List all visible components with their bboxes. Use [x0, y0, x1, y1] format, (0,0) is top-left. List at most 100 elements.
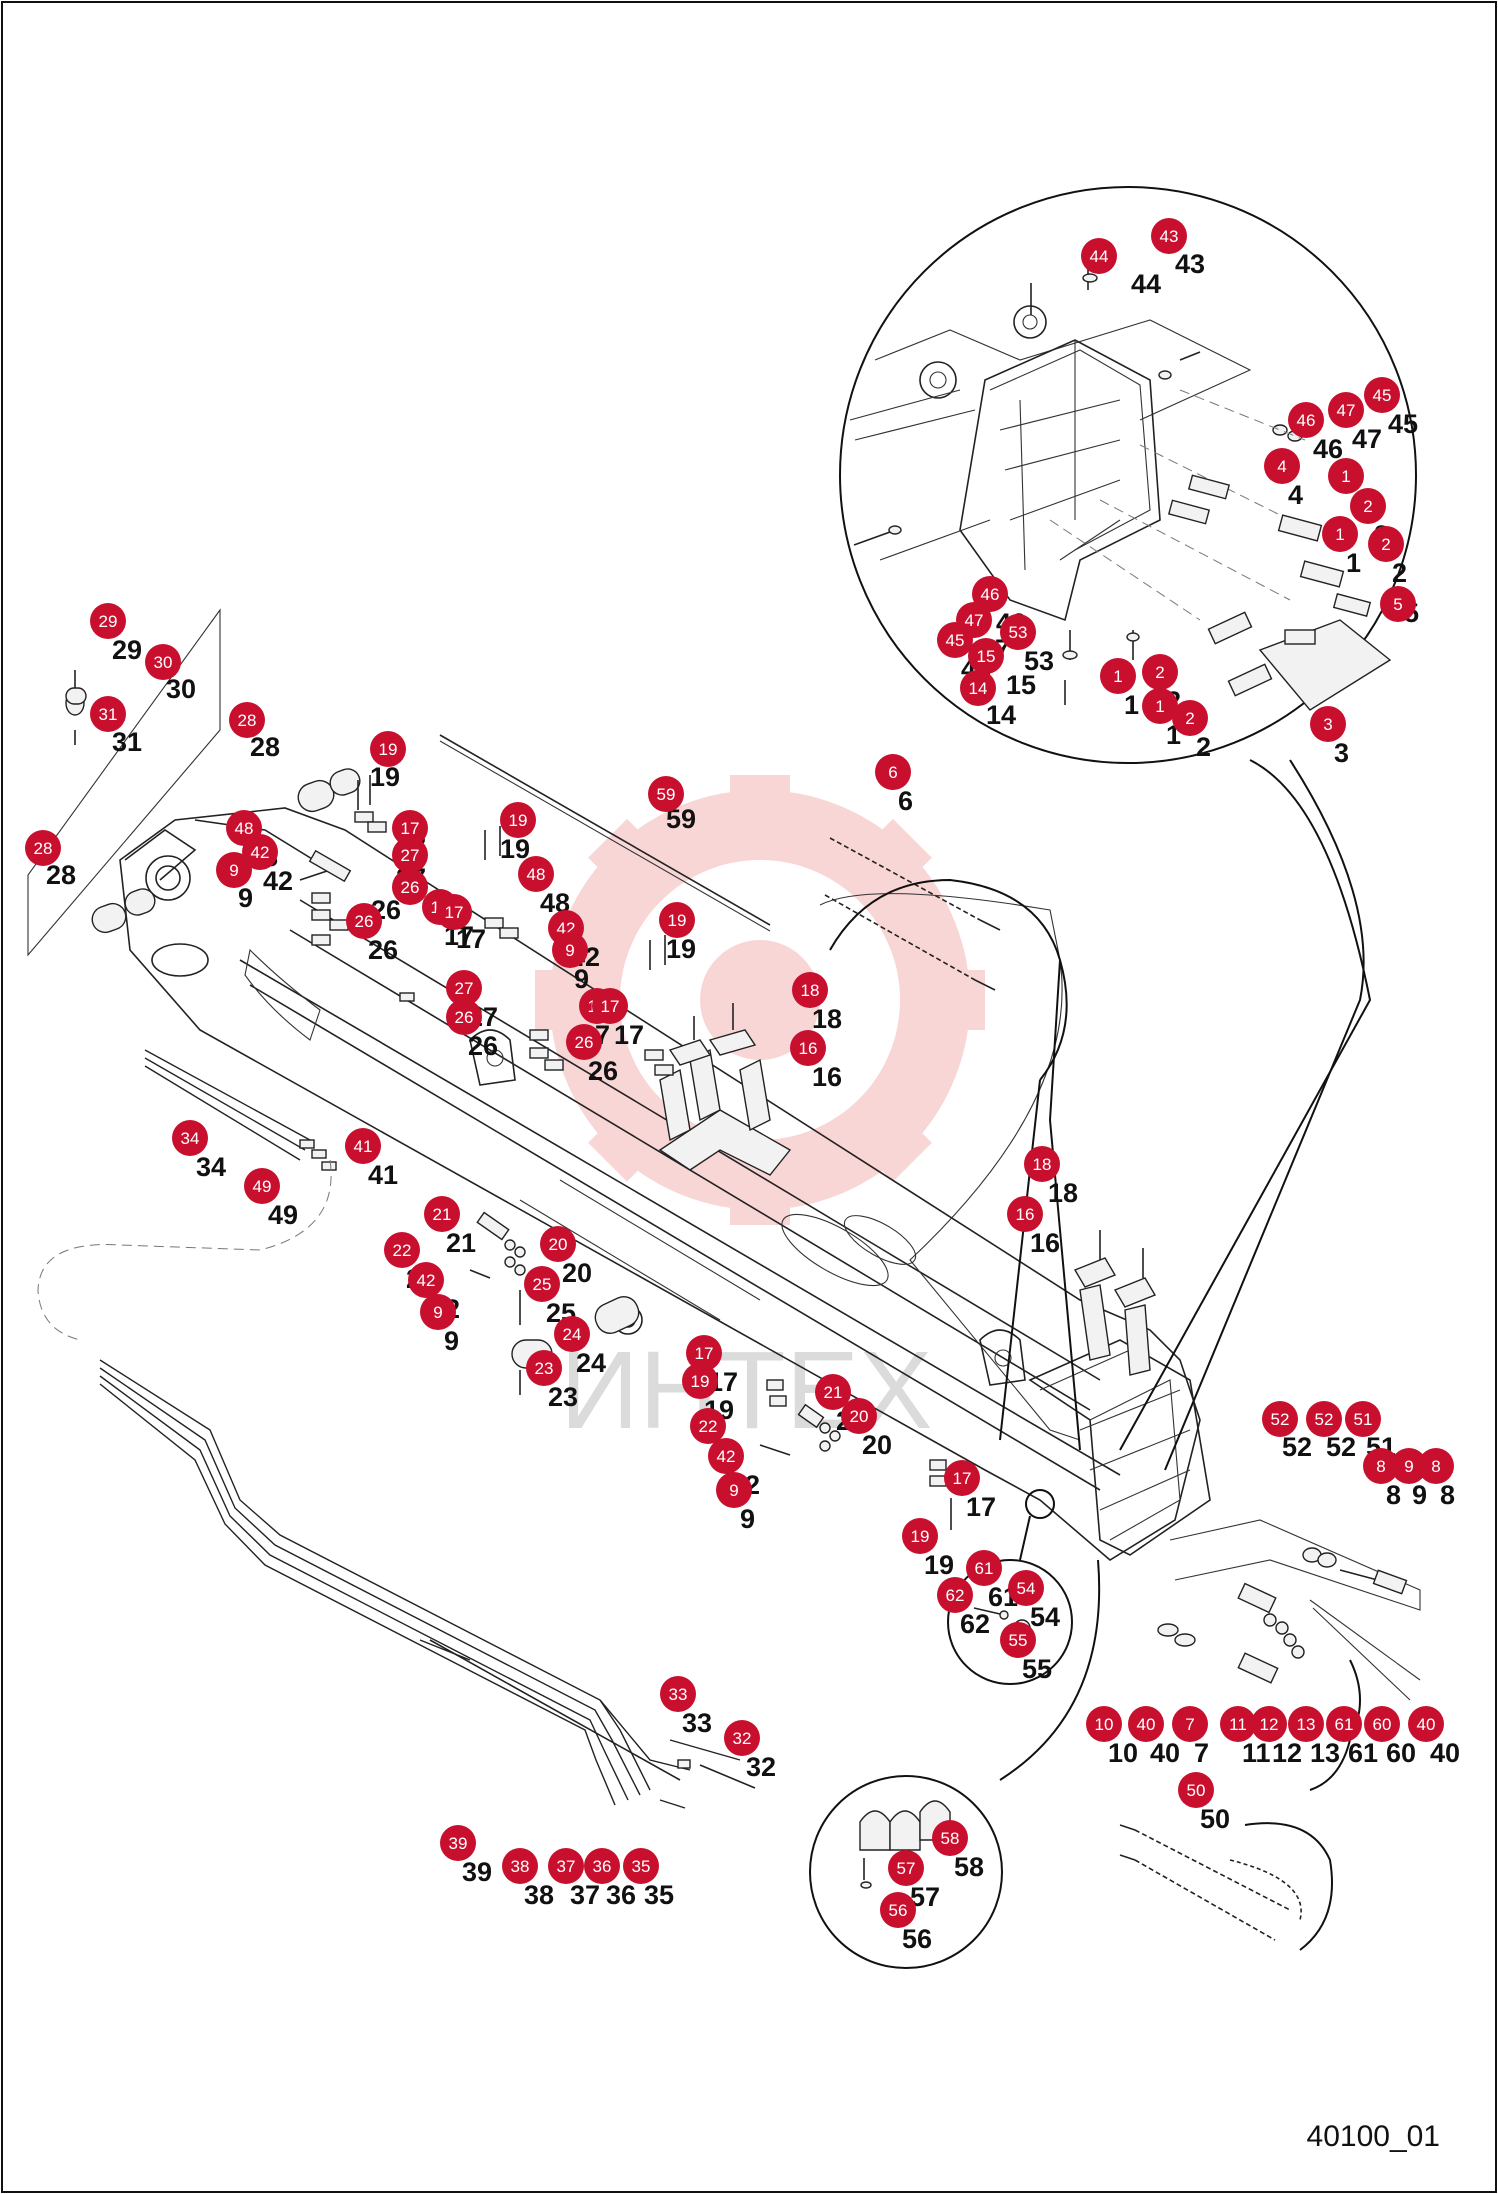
- part-badge[interactable]: [1024, 1146, 1060, 1182]
- part-badge[interactable]: [526, 1350, 562, 1386]
- part-badge[interactable]: [502, 1848, 538, 1884]
- part-badge[interactable]: [1408, 1706, 1444, 1742]
- part-badge[interactable]: [384, 1232, 420, 1268]
- part-badge[interactable]: [1310, 706, 1346, 742]
- part-badge[interactable]: [392, 837, 428, 873]
- part-badge[interactable]: [966, 1550, 1002, 1586]
- part-badge[interactable]: [1326, 1706, 1362, 1742]
- part-badge[interactable]: [540, 1226, 576, 1262]
- part-badge[interactable]: [1322, 516, 1358, 552]
- part-badge[interactable]: [216, 852, 252, 888]
- part-badge[interactable]: [554, 1316, 590, 1352]
- part-badge[interactable]: [1142, 654, 1178, 690]
- part-badge[interactable]: [446, 999, 482, 1035]
- part-badge[interactable]: [937, 622, 973, 658]
- part-badge[interactable]: [902, 1518, 938, 1554]
- part-badge[interactable]: [1391, 1448, 1427, 1484]
- part-callout-7[interactable]: 77: [1172, 1706, 1209, 1768]
- part-badge[interactable]: [1350, 488, 1386, 524]
- part-badge[interactable]: [880, 1892, 916, 1928]
- part-badge[interactable]: [1288, 1706, 1324, 1742]
- part-badge[interactable]: [1172, 1706, 1208, 1742]
- part-badge[interactable]: [1345, 1401, 1381, 1437]
- part-badge[interactable]: [1418, 1448, 1454, 1484]
- part-badge[interactable]: [518, 856, 554, 892]
- part-callout-2[interactable]: 22: [1172, 700, 1211, 762]
- part-badge[interactable]: [244, 1168, 280, 1204]
- part-badge[interactable]: [1380, 586, 1416, 622]
- part-badge[interactable]: [440, 1825, 476, 1861]
- part-badge[interactable]: [446, 970, 482, 1006]
- part-badge[interactable]: [1328, 458, 1364, 494]
- part-badge[interactable]: [1306, 1401, 1342, 1437]
- part-callout-8[interactable]: 88: [1363, 1448, 1401, 1510]
- part-badge[interactable]: [548, 1848, 584, 1884]
- part-callout-9[interactable]: 99: [716, 1472, 755, 1534]
- part-callout-3[interactable]: 33: [1310, 706, 1349, 768]
- part-badge[interactable]: [552, 932, 588, 968]
- part-badge[interactable]: [1142, 688, 1178, 724]
- part-badge[interactable]: [424, 1196, 460, 1232]
- part-badge[interactable]: [524, 1266, 560, 1302]
- part-badge[interactable]: [1000, 614, 1036, 650]
- part-badge[interactable]: [648, 776, 684, 812]
- part-callout-9[interactable]: 99: [1391, 1448, 1427, 1510]
- part-badge[interactable]: [566, 1024, 602, 1060]
- part-badge[interactable]: [229, 702, 265, 738]
- part-badge[interactable]: [1000, 1622, 1036, 1658]
- part-badge[interactable]: [875, 754, 911, 790]
- part-badge[interactable]: [724, 1720, 760, 1756]
- part-badge[interactable]: [937, 1577, 973, 1613]
- part-badge[interactable]: [392, 810, 428, 846]
- part-badge[interactable]: [584, 1848, 620, 1884]
- part-badge[interactable]: [500, 802, 536, 838]
- part-badge[interactable]: [1364, 1706, 1400, 1742]
- part-badge[interactable]: [716, 1472, 752, 1508]
- part-badge[interactable]: [1007, 1196, 1043, 1232]
- part-badge[interactable]: [1220, 1706, 1256, 1742]
- part-badge[interactable]: [623, 1848, 659, 1884]
- part-badge[interactable]: [1172, 700, 1208, 736]
- part-callout-5[interactable]: 55: [1380, 586, 1419, 628]
- part-badge[interactable]: [420, 1294, 456, 1330]
- part-badge[interactable]: [172, 1120, 208, 1156]
- part-badge[interactable]: [408, 1262, 444, 1298]
- part-badge[interactable]: [944, 1460, 980, 1496]
- part-badge[interactable]: [1151, 218, 1187, 254]
